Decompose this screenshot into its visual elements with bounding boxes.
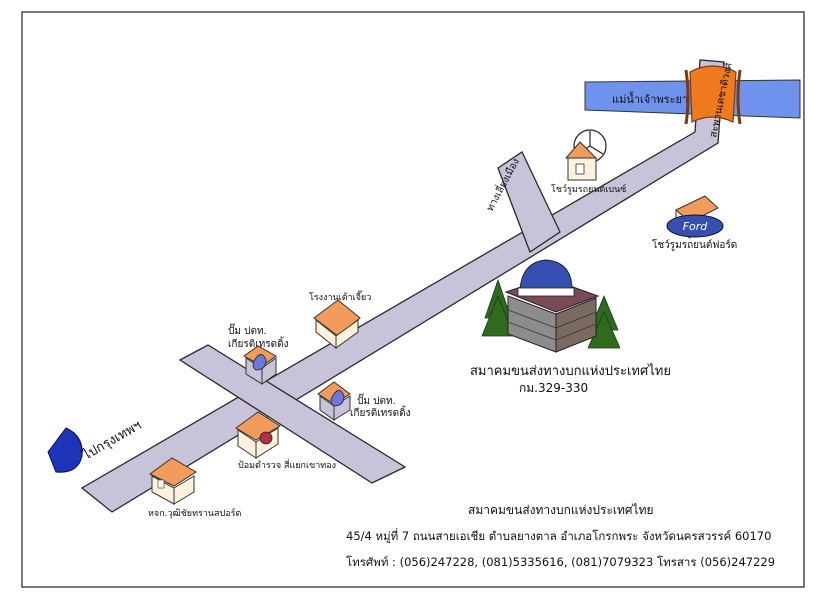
association-building — [481, 259, 621, 353]
ptt-pump-2 — [317, 381, 351, 421]
bypass-road — [497, 151, 561, 253]
cross-road — [178, 344, 407, 484]
pump1-label-line1: ปั๊ม ปตท. — [228, 323, 267, 337]
main-highway — [80, 59, 725, 513]
pump2-label-line2: เกียรติเทรดดิ้ง — [350, 405, 411, 419]
benz-showroom — [564, 129, 607, 181]
police-box-label: ป้อมตำรวจ สี่แยกเขาทอง — [238, 458, 336, 471]
km-label: กม.329-330 — [519, 381, 588, 395]
ford-logo-text: Ford — [683, 220, 709, 233]
ford-logo-icon — [666, 214, 724, 238]
bridge — [684, 65, 742, 125]
river-label: แม่น้ำเจ้าพระยา — [612, 91, 688, 106]
footer-name: สมาคมขนส่งทางบกแห่งประเทศไทย — [468, 503, 654, 517]
ford-label: โชว์รูมรถยนต์ฟอร์ด — [652, 238, 737, 251]
factory-label: โรงงานเต้าเจี๊ยว — [309, 290, 371, 303]
ptt-pump-1 — [243, 345, 277, 385]
factory-building — [313, 299, 361, 350]
ptt-drop-icon — [252, 354, 267, 371]
police-box — [235, 411, 281, 459]
ford-showroom: Ford — [666, 195, 724, 239]
shop-label: หจก.วุฒิชัยทรานสปอร์ต — [148, 507, 241, 519]
direction-arrow-icon — [47, 427, 83, 473]
footer-address: 45/4 หมู่ที่ 7 ถนนสายเอเชีย ตำบลยางตาล อ… — [346, 528, 771, 543]
pump1-label-line2: เกียรติเทรดดิ้ง — [228, 336, 289, 350]
shop-building — [149, 457, 197, 505]
police-emblem-icon — [259, 431, 273, 445]
ptt-drop-icon — [330, 390, 345, 407]
page-border — [21, 11, 805, 588]
pump2-label-line1: ปั๊ม ปตท. — [357, 393, 396, 407]
association-label: สมาคมขนส่งทางบกแห่งประเทศไทย — [470, 363, 671, 379]
association-logo-icon — [519, 259, 573, 291]
benz-label: โชว์รูมรถยนต์เบนซ์ — [551, 183, 626, 195]
footer-phone: โทรศัพท์ : (056)247228, (081)5335616, (0… — [346, 555, 775, 569]
